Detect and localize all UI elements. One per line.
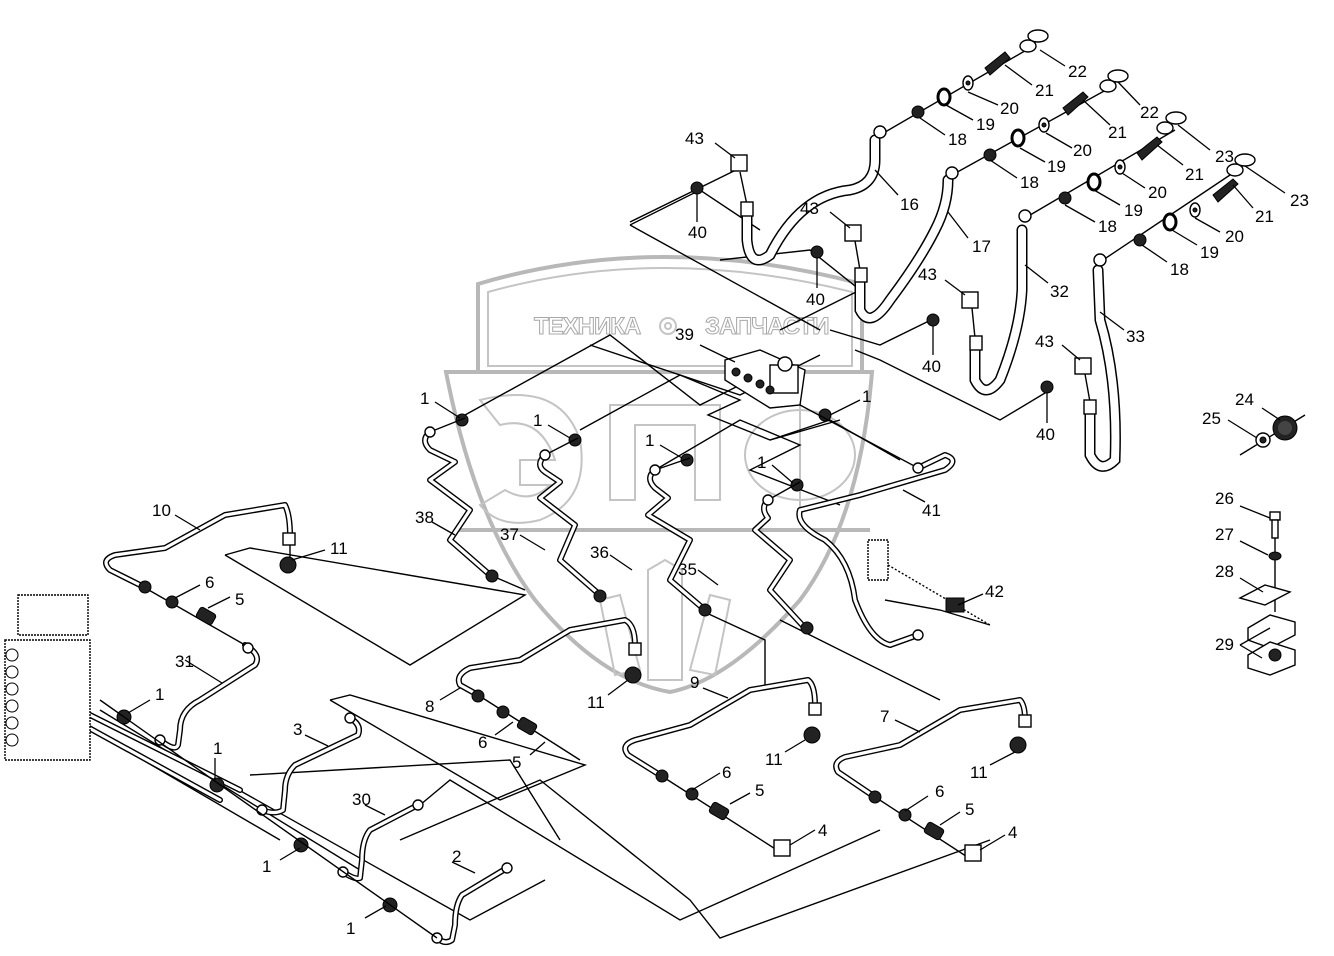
callout-1: 1 (420, 389, 429, 408)
callout-4: 4 (1008, 823, 1017, 842)
callout-33: 33 (1126, 327, 1145, 346)
callout-29: 29 (1215, 635, 1234, 654)
callout-21: 21 (1108, 123, 1127, 142)
callout-36: 36 (590, 543, 609, 562)
callout-20: 20 (1073, 141, 1092, 160)
control-valve (4, 594, 91, 761)
callout-7: 7 (880, 707, 889, 726)
callout-21: 21 (1185, 165, 1204, 184)
callout-43: 43 (918, 265, 937, 284)
callout-5: 5 (512, 753, 521, 772)
callout-40: 40 (1036, 425, 1055, 444)
callout-28: 28 (1215, 562, 1234, 581)
callout-43: 43 (1035, 332, 1054, 351)
callout-21: 21 (1255, 207, 1274, 226)
callout-43: 43 (685, 129, 704, 148)
callout-3: 3 (293, 720, 302, 739)
callout-1: 1 (645, 431, 654, 450)
callout-1: 1 (262, 857, 271, 876)
callout-5: 5 (755, 781, 764, 800)
callout-5: 5 (965, 800, 974, 819)
watermark-letter-p (609, 404, 721, 501)
callout-20: 20 (1148, 183, 1167, 202)
callout-20: 20 (1000, 99, 1019, 118)
callout-5: 5 (235, 590, 244, 609)
hoses (741, 134, 1121, 472)
watermark-wheat (647, 558, 683, 681)
callout-19: 19 (1047, 157, 1066, 176)
callout-1: 1 (757, 453, 766, 472)
callout-6: 6 (205, 573, 214, 592)
callout-11: 11 (970, 763, 988, 782)
callout-16: 16 (900, 195, 919, 214)
callout-35: 35 (678, 560, 697, 579)
callout-18: 18 (1098, 217, 1117, 236)
callout-18: 18 (948, 130, 967, 149)
watermark-letter-e (478, 394, 583, 524)
callout-21: 21 (1035, 81, 1054, 100)
center-lines (99, 189, 1051, 939)
watermark-shield (443, 370, 875, 695)
callout-1: 1 (862, 387, 871, 406)
callout-26: 26 (1215, 489, 1234, 508)
callout-1: 1 (346, 919, 355, 938)
callout-27: 27 (1215, 525, 1234, 544)
gear-icon (659, 317, 677, 335)
callout-6: 6 (478, 733, 487, 752)
solenoid-42 (867, 539, 991, 626)
callout-18: 18 (1020, 173, 1039, 192)
callout-30: 30 (352, 790, 371, 809)
callout-42: 42 (985, 582, 1004, 601)
callout-39: 39 (675, 325, 694, 344)
callout-38: 38 (415, 508, 434, 527)
callout-19: 19 (1124, 201, 1143, 220)
watermark-text-right: ЗАПЧАСТИ (705, 313, 829, 340)
callout-25: 25 (1202, 409, 1221, 428)
callout-leaders (127, 49, 1286, 919)
callout-23: 23 (1290, 191, 1309, 210)
callout-24: 24 (1235, 390, 1254, 409)
callout-11: 11 (587, 693, 605, 712)
callout-18: 18 (1170, 260, 1189, 279)
callout-23: 23 (1215, 147, 1234, 166)
callout-labels: 22 21 20 19 18 22 21 20 19 18 23 21 20 1… (152, 62, 1309, 938)
callout-11: 11 (330, 539, 348, 558)
callout-6: 6 (722, 763, 731, 782)
callout-8: 8 (425, 697, 434, 716)
callout-40: 40 (806, 290, 825, 309)
callout-20: 20 (1225, 227, 1244, 246)
callout-1: 1 (155, 685, 164, 704)
watermark: ТЕХНИКА ЗАПЧАСТИ (443, 255, 875, 695)
callout-41: 41 (922, 501, 941, 520)
watermark-text-left: ТЕХНИКА (534, 313, 641, 340)
callout-10: 10 (152, 501, 171, 520)
callout-1: 1 (213, 739, 222, 758)
callout-2: 2 (452, 847, 461, 866)
callout-22: 22 (1140, 103, 1159, 122)
callout-4: 4 (818, 821, 827, 840)
callout-40: 40 (922, 357, 941, 376)
callout-19: 19 (1200, 243, 1219, 262)
callout-19: 19 (976, 115, 995, 134)
callout-17: 17 (972, 237, 991, 256)
callout-40: 40 (688, 223, 707, 242)
watermark-banner-inner (487, 267, 853, 367)
valve-block-39 (724, 349, 806, 409)
fittings (99, 29, 1306, 944)
callout-31: 31 (175, 652, 194, 671)
callout-37: 37 (500, 525, 519, 544)
callout-6: 6 (935, 782, 944, 801)
callout-9: 9 (690, 673, 699, 692)
pipes (57, 429, 1028, 946)
callout-32: 32 (1050, 282, 1069, 301)
callout-1: 1 (533, 411, 542, 430)
callout-11: 11 (765, 750, 783, 769)
callout-22: 22 (1068, 62, 1087, 81)
callout-43: 43 (800, 199, 819, 218)
